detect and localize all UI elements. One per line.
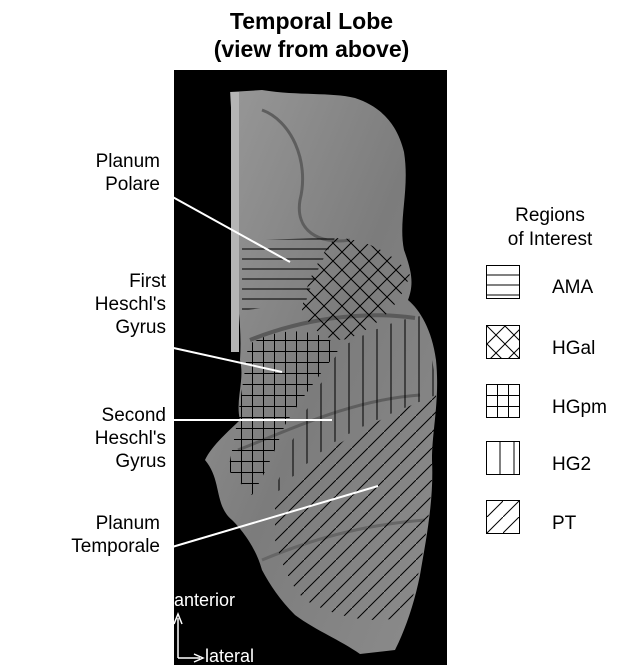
legend-swatch-hg2 bbox=[486, 441, 520, 475]
legend-swatch-pt bbox=[486, 500, 520, 534]
legend-label-hg2: HG2 bbox=[552, 454, 591, 476]
label-planum-temporale-line1: Planum bbox=[0, 512, 160, 535]
label-first-hg-line3: Gyrus bbox=[6, 316, 166, 339]
legend-swatch-hgpm bbox=[486, 384, 520, 418]
legend-swatch-hgal bbox=[486, 325, 520, 359]
cortex-edge bbox=[231, 92, 239, 352]
label-planum-polare-line1: Planum bbox=[0, 150, 160, 173]
legend-label-hgal: HGal bbox=[552, 338, 595, 360]
label-second-hg-line3: Gyrus bbox=[6, 450, 166, 473]
legend-label-ama: AMA bbox=[552, 277, 593, 299]
orientation-anterior-label: anterior bbox=[174, 590, 235, 610]
label-first-hg-line2: Heschl's bbox=[6, 293, 166, 316]
label-planum-temporale-line2: Temporale bbox=[0, 535, 160, 558]
legend-title-line1: Regions bbox=[480, 204, 620, 228]
label-second-hg-line2: Heschl's bbox=[6, 427, 166, 450]
legend-label-hgpm: HGpm bbox=[552, 397, 607, 419]
orientation-lateral-label: lateral bbox=[205, 646, 254, 666]
legend-swatch-ama bbox=[486, 265, 520, 299]
legend-title-line2: of Interest bbox=[480, 228, 620, 252]
label-first-hg-line1: First bbox=[6, 270, 166, 293]
legend-label-pt: PT bbox=[552, 513, 576, 535]
label-planum-polare-line2: Polare bbox=[0, 173, 160, 196]
label-second-hg-line1: Second bbox=[6, 404, 166, 427]
